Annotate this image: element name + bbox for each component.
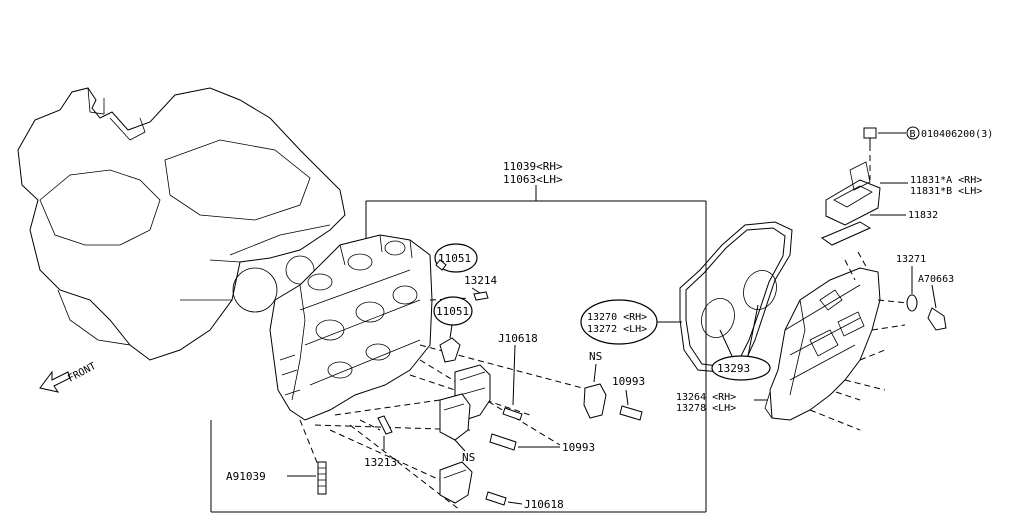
- label-bolt-b: 010406200(3): [921, 129, 993, 140]
- bolt-b-drawing: [863, 127, 877, 145]
- label-dowel-top: 13214: [464, 274, 497, 287]
- label-gasket-lh: 13272 <LH>: [587, 324, 647, 335]
- label-plate-a-rh: 11831*A <RH>: [910, 175, 982, 186]
- label-plug-lower: 11051: [436, 305, 469, 318]
- label-plate-b-lh: 11831*B <LH>: [910, 186, 982, 197]
- dowel-top-drawing: [473, 291, 489, 301]
- label-cover-rh: 13264 <RH>: [676, 392, 736, 403]
- engine-block-drawing: [17, 87, 346, 361]
- label-cyl-head-lh: 11063<LH>: [503, 173, 563, 186]
- label-washer: 13271: [896, 254, 926, 265]
- washer-drawing: [906, 294, 918, 312]
- cylinder-head-drawing: [269, 234, 433, 421]
- label-ns-upper: NS: [589, 350, 602, 363]
- label-cyl-head-rh: 11039<RH>: [503, 160, 563, 173]
- callout-plug-lower: [433, 296, 473, 326]
- front-label: FRONT: [66, 361, 98, 385]
- plug-lower-drawing: [439, 337, 461, 363]
- bolt-b-marker-circle: [906, 126, 920, 140]
- cover-projection-lines: [809, 145, 909, 431]
- stud-drawing: [317, 461, 327, 495]
- label-bolt-10993-lower: 10993: [562, 441, 595, 454]
- cam-cap-middle-drawing: [439, 393, 471, 441]
- label-ns-lower: NS: [462, 451, 475, 464]
- label-seal: 13293: [717, 362, 750, 375]
- label-dowel-bottom: 13213: [364, 456, 397, 469]
- label-plate-gasket: 11832: [908, 210, 938, 221]
- label-bolt-j-lower: J10618: [524, 498, 564, 511]
- label-cover-bolt: A70663: [918, 274, 954, 285]
- plate-gasket-drawing: [820, 221, 872, 246]
- valve-cover-gasket-drawing: [679, 221, 793, 373]
- label-gasket-rh: 13270 <RH>: [587, 312, 647, 323]
- label-bolt-j-upper: J10618: [498, 332, 538, 345]
- assembly-bracket: [210, 185, 707, 513]
- dowel-bottom-drawing: [377, 415, 393, 435]
- label-bolt-10993-right: 10993: [612, 375, 645, 388]
- breather-plate-drawing: [825, 161, 881, 226]
- label-stud: A91039: [226, 470, 266, 483]
- cover-bolt-drawing: [927, 307, 947, 331]
- cam-cap-lower-drawing: [439, 461, 473, 504]
- bolt-10993-lower-drawing: [489, 433, 517, 451]
- front-arrow: FRONT: [39, 361, 98, 393]
- bolt-10993-right-drawing: [619, 405, 643, 421]
- valve-cover-drawing: [764, 267, 881, 421]
- label-bolt-b-marker: B: [910, 129, 916, 140]
- label-cover-lh: 13278 <LH>: [676, 403, 736, 414]
- label-plug-upper: 11051: [438, 252, 471, 265]
- ns-bracket-drawing: [583, 383, 607, 419]
- callout-seal: [711, 355, 771, 381]
- bolt-j-lower-drawing: [485, 491, 507, 506]
- bolt-j-upper-drawing: [502, 407, 523, 421]
- plug-upper-drawing: [435, 259, 447, 271]
